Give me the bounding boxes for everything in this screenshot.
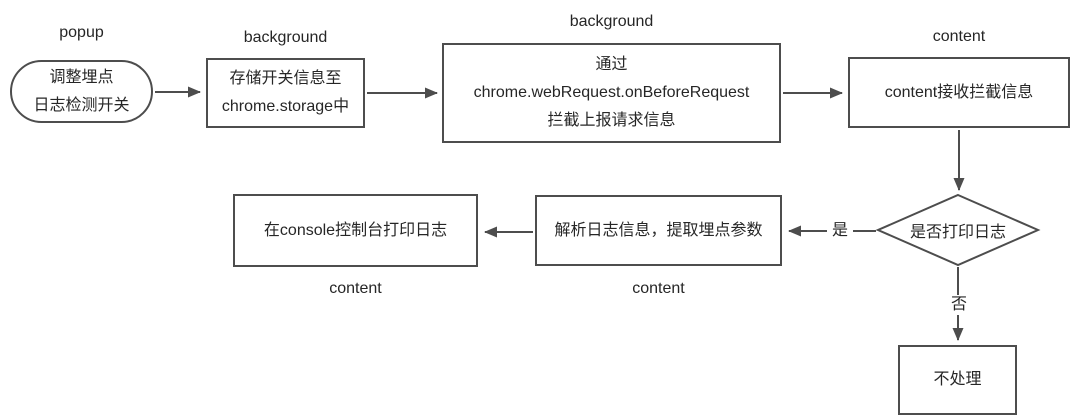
decision-diamond-shape xyxy=(875,193,1041,267)
node-store-switch-line1: 存储开关信息至 xyxy=(229,70,342,87)
node-store-switch-line2: chrome.storage中 xyxy=(221,98,350,115)
node-intercept-request-line3: 拦截上报请求信息 xyxy=(547,112,676,129)
node-popup-toggle: 调整埋点 日志检测开关 xyxy=(10,60,153,123)
node-popup-toggle-line2: 日志检测开关 xyxy=(33,96,130,114)
node-print-console: 在console控制台打印日志 xyxy=(233,194,478,267)
node-intercept-request: 通过 chrome.webRequest.onBeforeRequest 拦截上… xyxy=(442,43,781,143)
node-content-receive: content接收拦截信息 xyxy=(848,57,1070,128)
node-print-console-text: 在console控制台打印日志 xyxy=(263,221,448,239)
lane-label-background-intercept: background xyxy=(569,13,654,30)
lane-label-content-console: content xyxy=(329,280,382,297)
lane-label-content-receive: content xyxy=(932,28,986,45)
node-parse-log-text: 解析日志信息，提取埋点参数 xyxy=(554,221,763,239)
decision-print-log-text: 是否打印日志 xyxy=(909,224,1006,241)
edge-label-no: 否 xyxy=(945,295,973,315)
node-intercept-request-line1: 通过 xyxy=(595,56,628,73)
lane-label-content-parse: content xyxy=(632,280,685,297)
edge-label-yes: 是 xyxy=(826,221,854,241)
node-no-action-text: 不处理 xyxy=(933,371,982,388)
lane-label-background-store: background xyxy=(243,29,328,46)
node-parse-log: 解析日志信息，提取埋点参数 xyxy=(535,195,782,266)
node-no-action: 不处理 xyxy=(898,345,1017,415)
node-intercept-request-line2: chrome.webRequest.onBeforeRequest xyxy=(473,84,750,101)
node-store-switch: 存储开关信息至 chrome.storage中 xyxy=(206,58,365,128)
node-popup-toggle-line1: 调整埋点 xyxy=(49,68,114,86)
lane-label-popup: popup xyxy=(59,24,104,41)
node-content-receive-text: content接收拦截信息 xyxy=(884,83,1034,101)
